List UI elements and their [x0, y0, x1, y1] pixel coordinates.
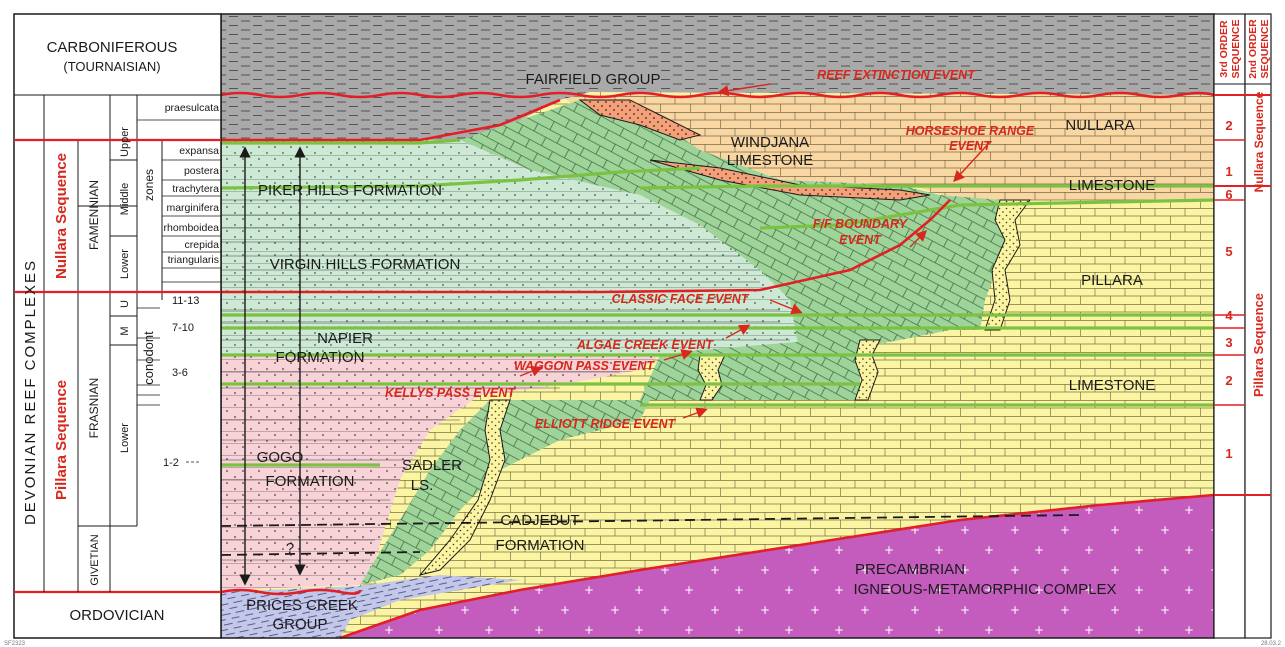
middle-label: Middle [119, 183, 131, 215]
conodont-label: conodont [141, 331, 156, 385]
windjana-label-2: LIMESTONE [727, 152, 813, 169]
algae-creek-event-label: ALGAE CREEK EVENT [576, 338, 714, 352]
zone-praesulcata: praesulcata [165, 102, 219, 114]
famennian-label: FAMENNIAN [87, 180, 101, 250]
nullara-label-1: NULLARA [1065, 117, 1134, 134]
devonian-label: DEVONIAN REEF COMPLEXES [22, 259, 39, 525]
third-order-header-1: 3rd ORDER [1218, 20, 1230, 78]
footer-right-code: 28.03.2 [1261, 641, 1282, 647]
u-label: U [119, 300, 131, 308]
pillara-sequence-left: Pillara Sequence [53, 380, 70, 500]
classic-face-event-label: CLASSIC FACE EVENT [612, 292, 750, 306]
second-order-header-2: SEQUENCE [1259, 20, 1271, 79]
zone-expansa: expansa [179, 145, 219, 157]
pillara-sequence-right: Pillara Sequence [1251, 293, 1266, 397]
precambrian-label-1: PRECAMBRIAN [855, 561, 965, 578]
third-order-seq-4: 4 [1225, 308, 1233, 323]
lower-frasnian-label: Lower [119, 423, 131, 453]
second-order-header-1: 2nd ORDER [1247, 19, 1259, 79]
waggon-pass-event-label: WAGGON PASS EVENT [514, 359, 655, 373]
ff-boundary-label-1: F/F BOUNDARY [813, 217, 909, 231]
third-order-seq-2-lower: 2 [1225, 373, 1232, 388]
ff-boundary-label-2: EVENT [839, 233, 882, 247]
precambrian-label-2: IGNEOUS-METAMORPHIC COMPLEX [853, 581, 1116, 598]
pillara-limestone-label: LIMESTONE [1069, 377, 1155, 394]
zone-crepida: crepida [185, 239, 220, 251]
sadler-label-1: SADLER [402, 457, 462, 474]
prices-creek-label-1: PRICES CREEK [246, 597, 358, 614]
nullara-sequence-left: Nullara Sequence [53, 153, 70, 279]
sadler-label-2: LS. [411, 477, 434, 494]
piker-hills-label: PIKER HILLS FORMATION [258, 182, 442, 199]
zone-triangularis: triangularis [168, 254, 219, 266]
givetian-label: GIVETIAN [89, 534, 101, 585]
third-order-seq-6: 6 [1225, 187, 1232, 202]
virgin-hills-label: VIRGIN HILLS FORMATION [270, 256, 461, 273]
third-order-seq-2-upper: 2 [1225, 118, 1232, 133]
frasnian-label: FRASNIAN [87, 378, 101, 439]
cadjebut-label-1: CADJEBUT [500, 512, 579, 529]
prices-creek-label-2: GROUP [272, 616, 327, 633]
zone-3-6: 3-6 [172, 367, 188, 379]
reef-extinction-event-label: REEF EXTINCTION EVENT [817, 68, 976, 82]
zone-marginifera: marginifera [166, 202, 219, 214]
ordovician-label: ORDOVICIAN [69, 607, 164, 624]
carboniferous-label: CARBONIFEROUS [47, 39, 178, 56]
elliott-ridge-event-label: ELLIOTT RIDGE EVENT [535, 417, 677, 431]
third-order-header-2: SEQUENCE [1230, 20, 1242, 79]
pillara-label: PILLARA [1081, 272, 1143, 289]
horseshoe-range-label-1: HORSESHOE RANGE [906, 124, 1035, 138]
zone-trachytera: trachytera [172, 183, 219, 195]
sequence-columns: 3rd ORDER SEQUENCE 2nd ORDER SEQUENCE 2 … [1214, 14, 1271, 638]
upper-label: Upper [119, 127, 131, 157]
zone-postera: postera [184, 165, 219, 177]
tournaisian-label: (TOURNAISIAN) [63, 59, 160, 74]
m-label: M [119, 326, 131, 335]
zone-11-13: 11-13 [172, 295, 199, 307]
zone-1-2: 1-2 [163, 457, 179, 469]
cadjebut-label-2: FORMATION [496, 537, 585, 554]
napier-label-1: NAPIER [317, 330, 373, 347]
gogo-label-1: GOGO [257, 449, 304, 466]
gogo-label-2: FORMATION [266, 473, 355, 490]
question-mark: ? [286, 540, 294, 557]
nullara-label-2: LIMESTONE [1069, 177, 1155, 194]
napier-label-2: FORMATION [276, 349, 365, 366]
cross-section-body [221, 14, 1214, 638]
lower-famennian-label: Lower [119, 249, 131, 279]
third-order-seq-5: 5 [1225, 244, 1232, 259]
windjana-label-1: WINDJANA [731, 134, 809, 151]
kellys-pass-event-label: KELLYS PASS EVENT [385, 386, 516, 400]
third-order-seq-3: 3 [1225, 335, 1232, 350]
third-order-seq-1-lower: 1 [1225, 446, 1232, 461]
zones-label: zones [142, 169, 156, 201]
zone-rhomboidea: rhomboidea [164, 222, 220, 234]
nullara-sequence-right: Nullara Sequence [1252, 91, 1266, 192]
third-order-seq-1-upper: 1 [1225, 164, 1232, 179]
zone-7-10: 7-10 [172, 322, 194, 334]
horseshoe-range-label-2: EVENT [949, 139, 992, 153]
footer-left-code: SF2323 [4, 641, 26, 647]
fairfield-group-label: FAIRFIELD GROUP [525, 71, 660, 88]
